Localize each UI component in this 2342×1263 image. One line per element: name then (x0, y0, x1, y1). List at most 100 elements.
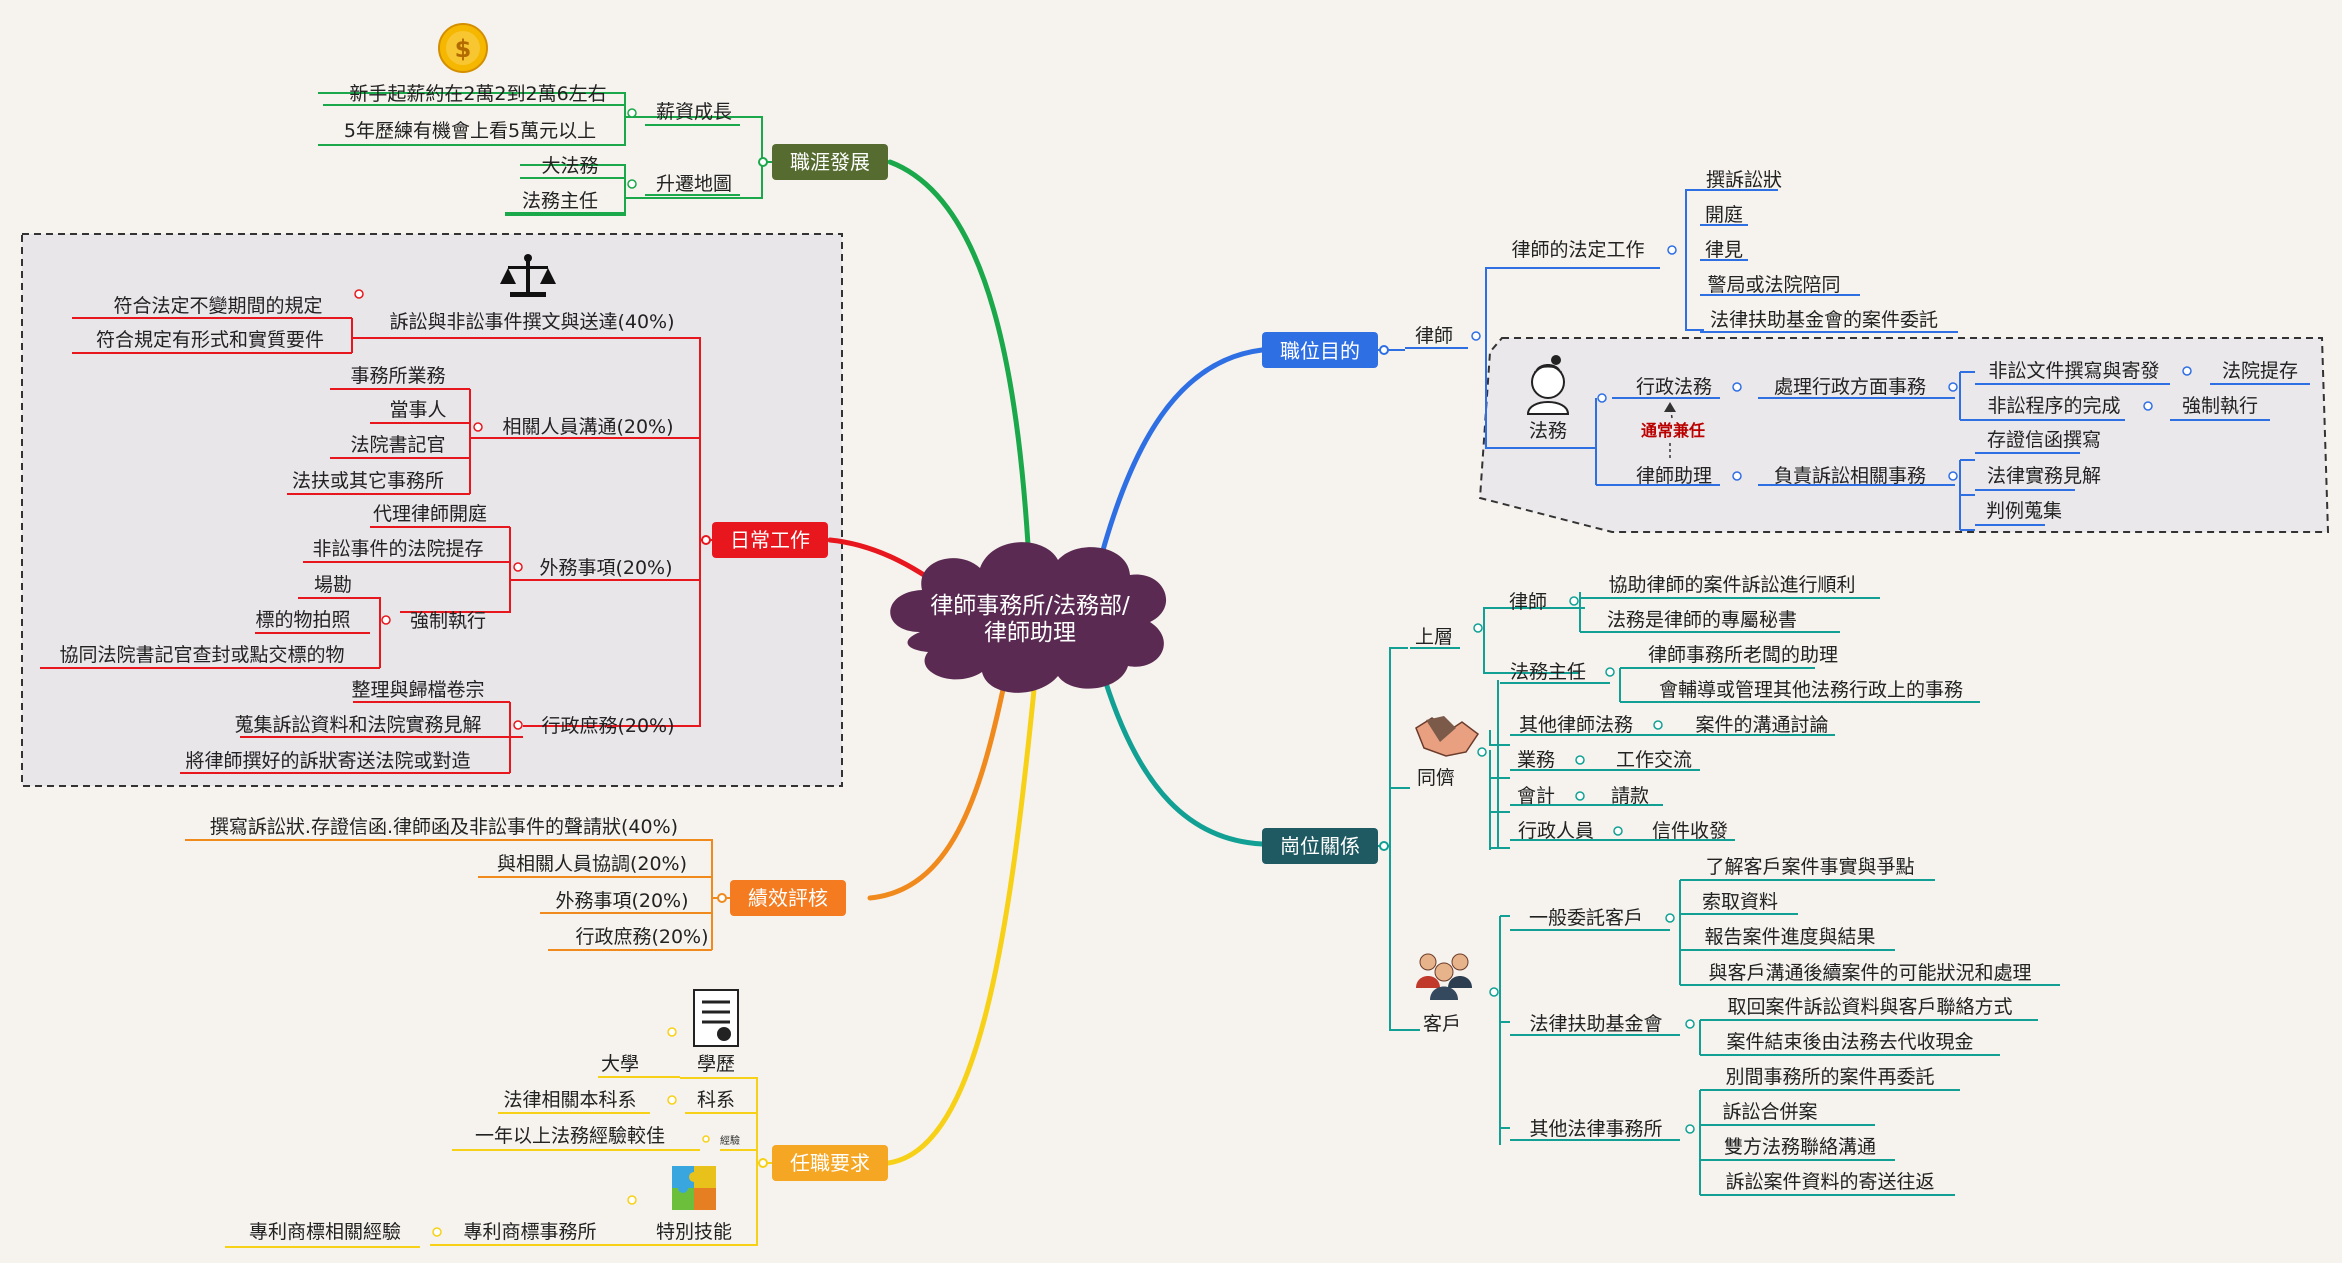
req-skill-value: 專利商標相關經驗 (249, 1221, 401, 1243)
duty-item-1: 撰訴訟狀 (1706, 169, 1782, 191)
daily-g2-label: 相關人員溝通(20%) (502, 416, 673, 438)
client-general-item-2: 索取資料 (1702, 891, 1778, 913)
daily-g1-toggle[interactable] (354, 289, 364, 299)
purpose-legal-label: 法務 (1529, 420, 1567, 442)
purpose-admin-label: 行政法務 (1636, 376, 1712, 398)
req-exp-value: 一年以上法務經驗較佳 (475, 1125, 665, 1147)
purpose-branch-lines (1378, 189, 2310, 531)
daily-force-item-2: 標的物拍照 (255, 609, 350, 631)
perf-item-1: 撰寫訴訟狀.存證信函.律師函及非訟事件的聲請狀(40%) (210, 816, 678, 838)
perf-label: 績效評核 (748, 886, 828, 910)
peer-label: 同儕 (1417, 767, 1455, 789)
req-node[interactable] (772, 1145, 888, 1181)
purpose-label: 職位目的 (1280, 339, 1360, 363)
daily-g2-item-2: 當事人 (389, 399, 446, 421)
nonlit1-toggle[interactable] (2182, 366, 2192, 376)
promo-toggle[interactable] (627, 179, 637, 189)
central-topic[interactable]: 律師事務所/法務部/ 律師助理 (890, 542, 1167, 693)
daily-force-item-3: 協同法院書記官查封或點交標的物 (59, 644, 344, 666)
client-other-item-1: 別間事務所的案件再委託 (1725, 1066, 1934, 1088)
peer-row-1-value: 案件的溝通討論 (1695, 714, 1828, 736)
client-general-toggle[interactable] (1665, 913, 1675, 923)
exp-toggle[interactable] (702, 1135, 710, 1143)
daily-force-item-1: 場勘 (314, 574, 352, 596)
client-label: 客戶 (1423, 1013, 1461, 1035)
upper-toggle[interactable] (1473, 623, 1483, 633)
career-node[interactable] (772, 144, 888, 180)
daily-g3-toggle[interactable] (513, 562, 523, 572)
assistant-toggle[interactable] (1732, 471, 1742, 481)
major-toggle[interactable] (667, 1095, 677, 1105)
upper-chief-label: 法務主任 (1510, 661, 1586, 683)
daily-branch-lines (40, 317, 712, 774)
duty-item-3: 律見 (1705, 239, 1743, 261)
purpose-assistant-label: 律師助理 (1636, 465, 1712, 487)
daily-g4-toggle[interactable] (513, 720, 523, 730)
perf-toggle[interactable] (717, 893, 727, 903)
daily-g3-label: 外務事項(20%) (539, 557, 672, 579)
client-other-toggle[interactable] (1685, 1124, 1695, 1134)
peer-row-1-toggle[interactable] (1653, 720, 1663, 730)
peer-toggle[interactable] (1477, 747, 1487, 757)
client-fund-toggle[interactable] (1685, 1019, 1695, 1029)
daily-force-label: 強制執行 (410, 610, 486, 632)
purpose-legal-toggle[interactable] (1597, 393, 1607, 403)
purpose-node[interactable] (1262, 332, 1378, 368)
peer-row-3-toggle[interactable] (1575, 791, 1585, 801)
duty-item-4: 警局或法院陪同 (1707, 274, 1840, 296)
daily-g4-label: 行政庶務(20%) (541, 715, 674, 737)
duty-item-5: 法律扶助基金會的案件委託 (1710, 309, 1938, 331)
relation-toggle[interactable] (1379, 841, 1389, 851)
req-label: 任職要求 (790, 1151, 870, 1175)
purpose-toggle[interactable] (1379, 345, 1389, 355)
salary-toggle[interactable] (627, 108, 637, 118)
scales-icon (500, 254, 556, 297)
client-toggle[interactable] (1489, 987, 1499, 997)
assistant-item-1: 存證信函撰寫 (1987, 429, 2101, 451)
daily-work-boundary (21, 233, 843, 787)
salary-item-1: 新手起薪約在2萬2到2萬6左右 (349, 83, 606, 105)
skill-toggle[interactable] (627, 1195, 637, 1205)
daily-toggle[interactable] (701, 535, 711, 545)
peer-row-2-label: 業務 (1517, 749, 1555, 771)
daily-g4-item-1: 整理與歸檔卷宗 (351, 679, 484, 701)
upper-lawyer-toggle[interactable] (1569, 596, 1579, 606)
perf-item-2: 與相關人員協調(20%) (497, 853, 687, 875)
peer-row-2-toggle[interactable] (1575, 755, 1585, 765)
puzzle-icon (672, 1166, 716, 1210)
career-collapse-toggle[interactable] (758, 157, 768, 167)
relationship-arrow (1664, 402, 1676, 458)
client-general-item-1: 了解客戶案件事實與爭點 (1705, 856, 1914, 878)
edu-toggle[interactable] (667, 1027, 677, 1037)
relation-node[interactable] (1262, 828, 1378, 864)
peer-row-4-toggle[interactable] (1613, 826, 1623, 836)
daily-node[interactable] (712, 522, 828, 558)
purpose-duty-toggle[interactable] (1667, 245, 1677, 255)
promo-item-2: 法務主任 (522, 190, 598, 212)
perf-node[interactable] (730, 880, 846, 916)
main-branches (827, 159, 1265, 1166)
assistant-task-toggle[interactable] (1948, 471, 1958, 481)
nonlit2-toggle[interactable] (2143, 401, 2153, 411)
admin-toggle[interactable] (1732, 382, 1742, 392)
relationship-note: 通常兼任 (1641, 421, 1705, 440)
req-edu-value: 大學 (601, 1053, 639, 1075)
relation-label: 崗位關係 (1280, 834, 1360, 858)
upper-lawyer-item-2: 法務是律師的專屬秘書 (1607, 609, 1797, 631)
nonlit2-sub: 強制執行 (2182, 395, 2258, 417)
daily-force-toggle[interactable] (381, 615, 391, 625)
upper-chief-toggle[interactable] (1605, 667, 1615, 677)
skill-sub-toggle[interactable] (432, 1227, 442, 1237)
purpose-lawyer-toggle[interactable] (1471, 331, 1481, 341)
req-toggle[interactable] (758, 1158, 768, 1168)
career-promo-label: 升遷地圖 (656, 173, 732, 195)
daily-g1-item-1: 符合法定不變期間的規定 (113, 295, 322, 317)
client-fund-item-1: 取回案件訴訟資料與客戶聯絡方式 (1727, 996, 2012, 1018)
client-fund-label: 法律扶助基金會 (1529, 1013, 1662, 1035)
daily-g2-toggle[interactable] (473, 422, 483, 432)
nonlit2-label: 非訟程序的完成 (1987, 395, 2120, 417)
admin-task-toggle[interactable] (1948, 382, 1958, 392)
client-other-label: 其他法律事務所 (1529, 1118, 1662, 1140)
promo-item-1: 大法務 (541, 155, 598, 177)
